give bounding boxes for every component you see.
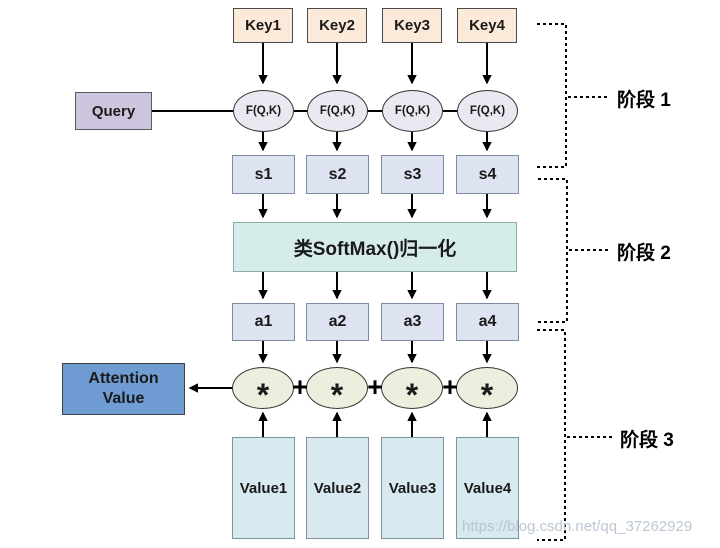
multiply-symbol: *	[480, 376, 494, 413]
value-box: Value4	[456, 437, 519, 539]
score-function-ellipse: F(Q,K)	[307, 90, 368, 132]
key-box: Key4	[457, 8, 517, 43]
score-function-ellipse: F(Q,K)	[457, 90, 518, 132]
key-box: Key3	[382, 8, 442, 43]
weight-box: a4	[456, 303, 519, 341]
stage-2-label: 阶段 2	[617, 243, 671, 264]
value-box: Value1	[232, 437, 295, 539]
score-box: s2	[306, 155, 369, 194]
multiply-symbol: *	[405, 376, 419, 413]
key-box: Key1	[233, 8, 293, 43]
multiply-ellipse: *	[381, 367, 443, 413]
plus-symbol: +	[292, 372, 308, 402]
weight-box: a3	[381, 303, 444, 341]
weight-box: a2	[306, 303, 369, 341]
plus-symbol: +	[367, 372, 383, 402]
key-box: Key2	[307, 8, 367, 43]
multiply-ellipse: *	[306, 367, 368, 413]
multiply-symbol: *	[256, 376, 270, 413]
stage-1-label: 阶段 1	[617, 90, 671, 111]
query-box: Query	[75, 92, 152, 130]
score-function-ellipse: F(Q,K)	[233, 90, 294, 132]
plus-symbol: +	[442, 372, 458, 402]
score-box: s3	[381, 155, 444, 194]
score-box: s4	[456, 155, 519, 194]
multiply-ellipse: *	[456, 367, 518, 413]
score-function-ellipse: F(Q,K)	[382, 90, 443, 132]
value-box: Value2	[306, 437, 369, 539]
weight-box: a1	[232, 303, 295, 341]
score-box: s1	[232, 155, 295, 194]
multiply-symbol: *	[330, 376, 344, 413]
stage-3-label: 阶段 3	[620, 430, 674, 451]
attention-value-box: Attention Value	[62, 363, 185, 415]
softmax-box: 类SoftMax()归一化	[233, 222, 517, 272]
watermark: https://blog.csdn.net/qq_37262929	[462, 518, 693, 535]
multiply-ellipse: *	[232, 367, 294, 413]
value-box: Value3	[381, 437, 444, 539]
